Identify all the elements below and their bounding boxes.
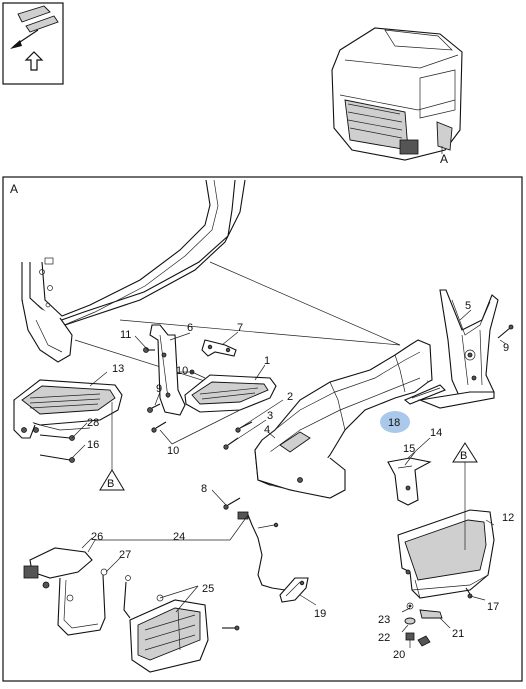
cable-harness [237,511,286,591]
reference-marker-label: B [460,450,467,462]
leader-line [119,319,401,346]
callout-11: 11 [120,329,131,341]
callout-4: 4 [264,424,270,436]
callout-10: 10 [167,445,179,457]
callout-14: 14 [430,427,442,439]
bolt-icon [147,403,161,413]
callout-24: 24 [173,531,185,543]
cab-body-outline [21,179,246,363]
truck-overview-image [331,27,463,161]
fastener-stack [404,602,443,647]
leader-line [209,261,401,346]
step-tread-13 [13,379,123,439]
bolt-icon [39,454,75,463]
reference-marker [99,402,125,491]
callout-5: 5 [465,300,471,312]
callout-28: 28 [87,417,99,429]
callout-9: 9 [503,342,509,354]
bolt-icon [143,347,155,353]
callout-1: 1 [264,355,270,367]
bolt-icon [223,497,241,510]
callout-highlight [380,411,410,433]
callout-9: 9 [156,383,162,395]
callout-3: 3 [267,410,273,422]
bracket-rail [403,384,446,405]
callout-10: 10 [176,365,188,377]
bolt-icon [497,324,514,339]
callout-12: 12 [502,512,514,524]
callout-20: 20 [393,649,405,661]
callout-23: 23 [378,614,390,626]
step-housing-panel [254,339,433,499]
detail-frame [2,176,523,682]
callout-26: 26 [91,531,103,543]
step-bracket-6 [149,324,186,416]
callout-25: 25 [202,583,214,595]
detail-label: A [440,152,448,166]
callout-27: 27 [119,549,131,561]
mounting-bracket-5 [417,289,499,409]
lower-step-12 [397,509,495,599]
bracket-15 [387,457,432,506]
cable-bracket-19 [279,577,309,603]
callout-8: 8 [201,483,207,495]
callout-7: 7 [237,322,243,334]
callout-19: 19 [314,608,326,620]
callout-18: 18 [388,417,400,429]
step-tread-1 [184,369,277,413]
callout-6: 6 [187,322,193,334]
view-label: A [10,182,18,196]
small-bracket-7 [201,339,237,357]
reference-marker [452,442,478,550]
reference-marker-label: B [107,478,114,490]
callout-2: 2 [287,391,293,403]
callout-15: 15 [403,443,415,455]
orientation-icon [2,2,64,85]
callout-22: 22 [378,632,390,644]
leader-lines [71,309,507,648]
callout-13: 13 [112,363,124,375]
step-ladder-assembly [23,547,240,673]
bolt-icon [39,434,75,441]
callout-labels: 1 2 3 4 5 6 7 8 9 9 10 10 11 12 13 14 15… [87,300,514,661]
callout-21: 21 [452,628,464,640]
callout-16: 16 [87,439,99,451]
bolt-icon [151,421,167,433]
callout-17: 17 [487,601,499,613]
